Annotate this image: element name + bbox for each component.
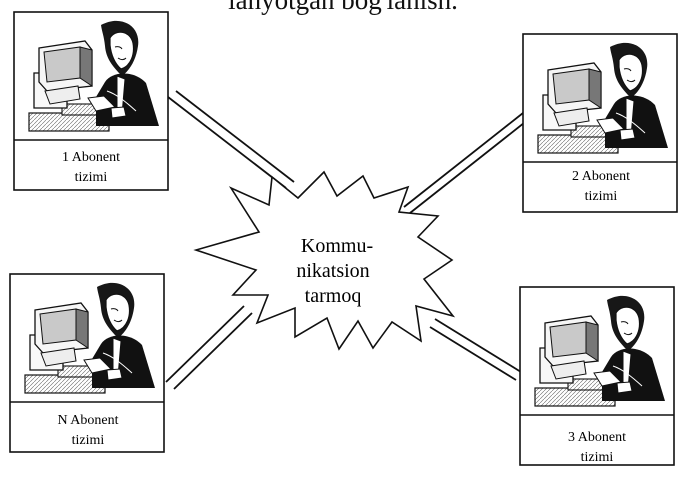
subscriber-n-label-line1: N Abonent [57, 413, 118, 428]
double-link-n [165, 305, 253, 390]
subscriber-2-label-line2: tizimi [585, 189, 618, 204]
subscriber-1-label-line1: 1 Abonent [62, 150, 120, 165]
subscriber-2-label-line1: 2 Abonent [572, 169, 630, 184]
network-label-line2: nikatsion [296, 260, 369, 282]
subscriber-1-label-line2: tizimi [75, 170, 108, 185]
double-link-1 [167, 90, 295, 189]
double-link-3 [429, 318, 522, 381]
double-link-2 [403, 112, 530, 214]
subscriber-3-label-line2: tizimi [581, 450, 614, 465]
network-label-line3: tarmoq [305, 285, 362, 307]
subscriber-2-workstation [522, 33, 678, 213]
communication-network-burst [193, 170, 456, 351]
subscriber-n-label-line2: tizimi [72, 433, 105, 448]
top-cut-text: lanyotgan bog'lanish. [228, 0, 458, 15]
network-label-line1: Kommu- [301, 235, 373, 257]
subscriber-3-label-line1: 3 Abonent [568, 430, 626, 445]
